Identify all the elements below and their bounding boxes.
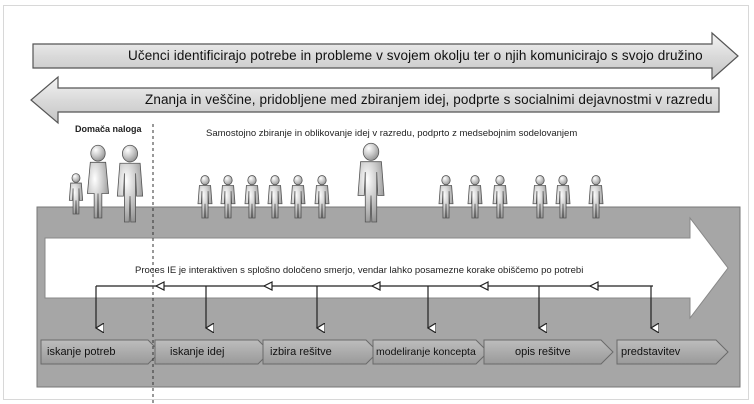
person-figure <box>116 144 144 223</box>
step-label-predstavitev: predstavitev <box>621 346 681 358</box>
person-figure <box>555 175 571 219</box>
person-figure <box>290 175 306 219</box>
process-note: Proces IE je interaktiven s splošno dolo… <box>135 265 584 276</box>
step-shape-3 <box>262 339 379 365</box>
top-banner-text: Učenci identificirajo potrebe in problem… <box>128 48 703 63</box>
diagram-frame <box>3 5 749 400</box>
step-label-modeliranje-koncepta: modeliranje koncepta <box>376 346 476 358</box>
people-figures <box>68 142 604 223</box>
step-label-izbira-resitve: izbira rešitve <box>270 346 332 358</box>
person-figure <box>357 142 385 223</box>
person-figure <box>438 175 454 219</box>
person-figure <box>68 173 84 215</box>
step-chevrons <box>40 339 729 365</box>
step-shape-6 <box>616 339 729 365</box>
person-figure <box>267 175 283 219</box>
second-banner-arrow <box>30 75 720 125</box>
class-activity-label: Samostojno zbiranje in oblikovanje idej … <box>206 128 578 139</box>
step-shape-4 <box>372 339 489 365</box>
second-banner-text: Znanja in veščine, pridobljene med zbira… <box>145 92 713 107</box>
person-figure <box>87 144 109 219</box>
person-figure <box>492 175 508 219</box>
person-figure <box>220 175 236 219</box>
step-shape-5 <box>483 339 614 365</box>
step-label-iskanje-idej: iskanje idej <box>170 346 225 358</box>
step-label-opis-resitve: opis rešitve <box>515 346 571 358</box>
person-figure <box>197 175 213 219</box>
person-figure <box>244 175 260 219</box>
step-label-iskanje-potreb: iskanje potreb <box>47 346 116 358</box>
feedback-loop <box>96 281 653 328</box>
person-figure <box>588 175 604 219</box>
person-figure <box>314 175 330 219</box>
person-figure <box>532 175 548 219</box>
person-figure <box>467 175 483 219</box>
step-shape-1 <box>40 339 161 365</box>
home-task-label: Domača naloga <box>75 124 142 134</box>
top-banner-arrow <box>32 31 739 81</box>
